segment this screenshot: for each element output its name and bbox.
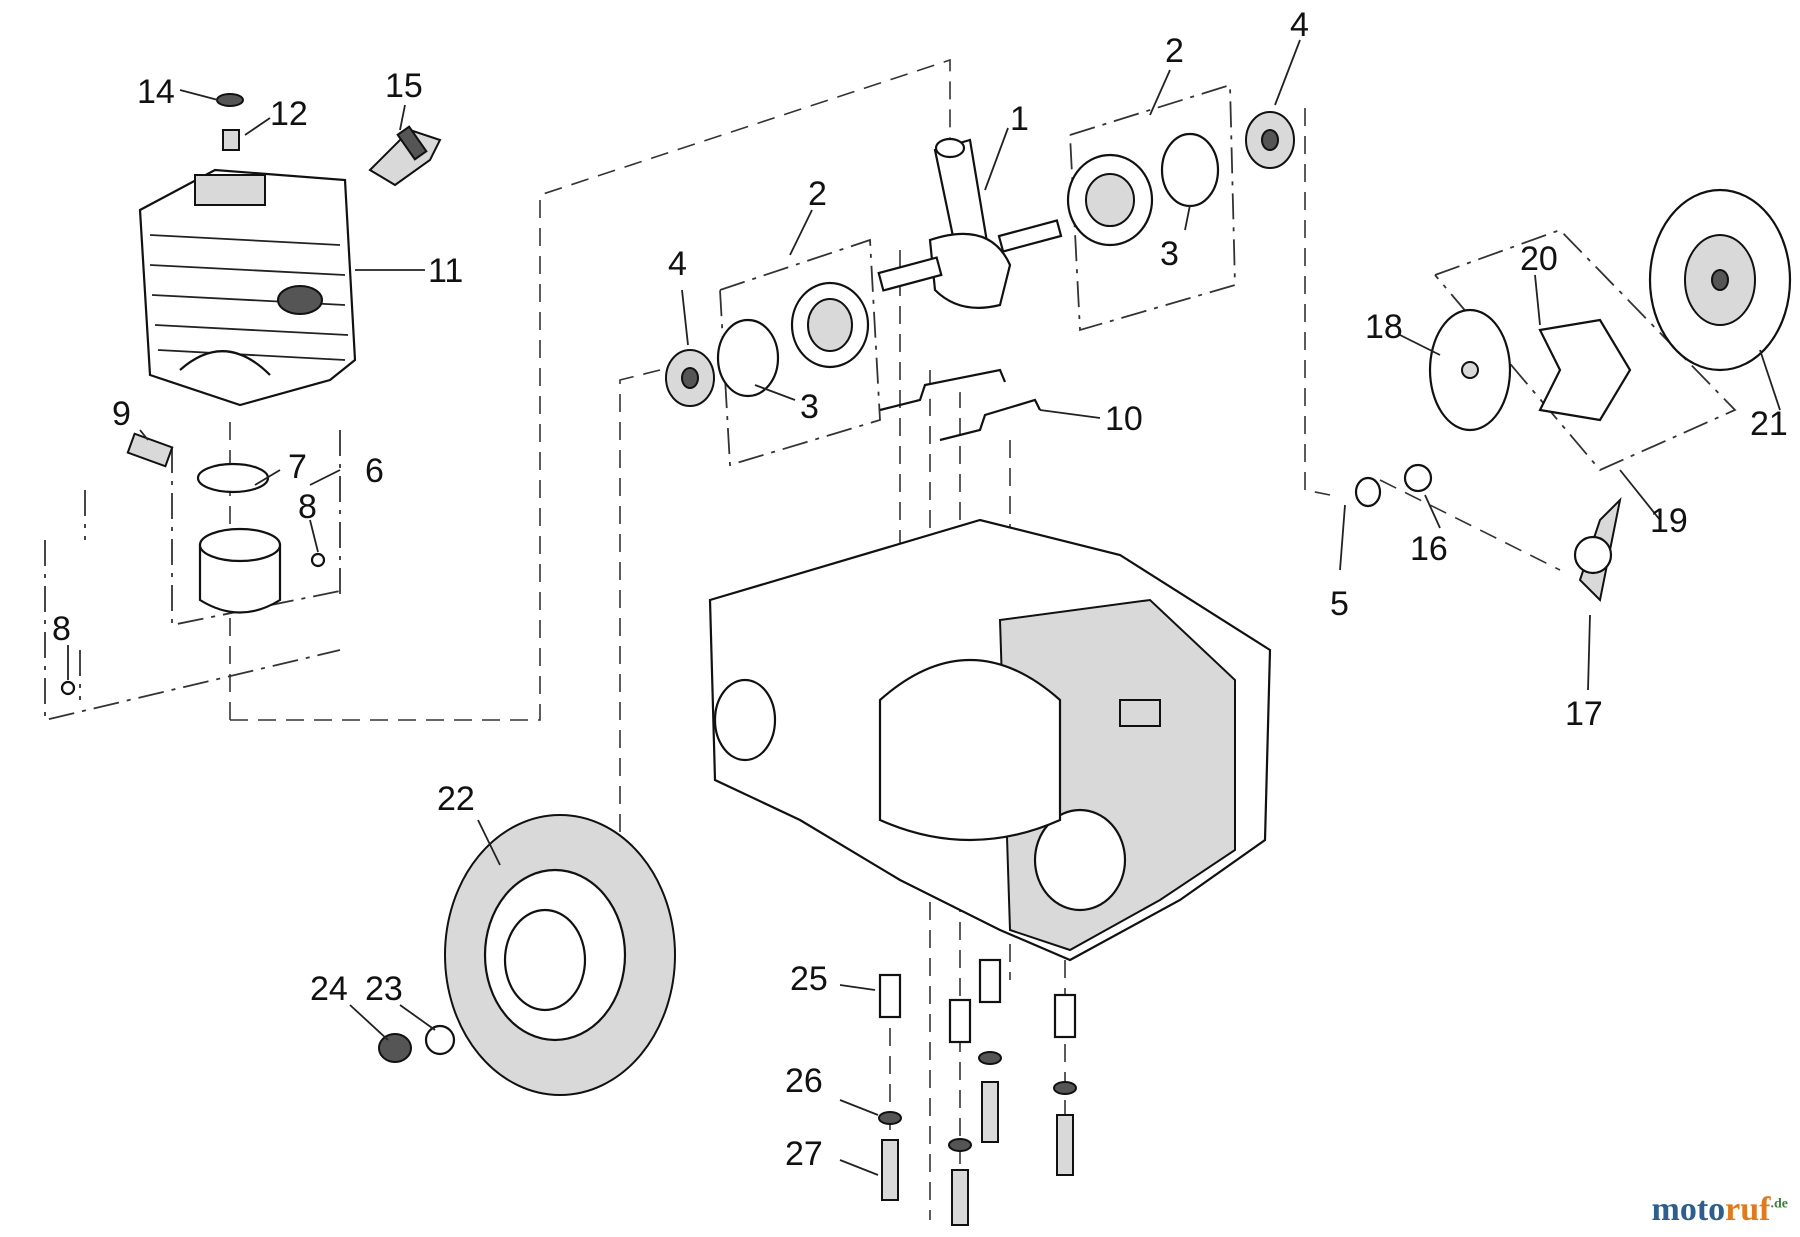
callout-4: 4 (1290, 6, 1309, 44)
callout-1: 1 (1010, 100, 1029, 138)
callout-6: 6 (365, 452, 384, 490)
callout-8: 8 (298, 488, 317, 526)
piston-group (60, 432, 326, 696)
callout-3: 3 (1160, 235, 1179, 273)
callout-23: 23 (365, 970, 403, 1008)
callout-25: 25 (790, 960, 828, 998)
callout-15: 15 (385, 67, 423, 105)
flywheel-part (378, 814, 676, 1096)
callout-10: 10 (1105, 400, 1143, 438)
gaskets-part (879, 368, 1041, 442)
callout-11: 11 (428, 252, 463, 290)
callout-4: 4 (668, 245, 687, 283)
bearing-right (1066, 111, 1295, 247)
callout-12: 12 (270, 95, 308, 133)
watermark-part1: moto (1651, 1191, 1726, 1228)
callout-18: 18 (1365, 308, 1403, 346)
callout-labels: 1 2 2 3 3 4 4 5 6 7 8 8 9 10 11 12 14 15… (52, 6, 1788, 1173)
callout-16: 16 (1410, 530, 1448, 568)
callout-24: 24 (310, 970, 348, 1008)
callout-22: 22 (437, 780, 475, 818)
crankshaft-part (877, 137, 1063, 309)
watermark-suffix: .de (1770, 1196, 1789, 1212)
callout-9: 9 (112, 395, 131, 433)
callout-26: 26 (785, 1062, 823, 1100)
callout-8: 8 (52, 610, 71, 648)
callout-2: 2 (1165, 32, 1184, 70)
callout-20: 20 (1520, 240, 1558, 278)
spark-plug-part (368, 125, 442, 187)
callout-21: 21 (1750, 405, 1788, 443)
small-parts-cylinder (216, 93, 244, 151)
crankcase-part (708, 518, 1272, 962)
cylinder-part (138, 168, 357, 407)
leader-lines (67, 39, 1781, 1176)
clutch-parts (1354, 188, 1792, 603)
callout-3: 3 (800, 388, 819, 426)
watermark-part2: ruf (1725, 1191, 1771, 1228)
callout-19: 19 (1650, 502, 1688, 540)
callout-2: 2 (808, 175, 827, 213)
callout-14: 14 (137, 73, 175, 111)
callout-17: 17 (1565, 695, 1603, 733)
bearing-left (665, 281, 870, 407)
callout-27: 27 (785, 1135, 823, 1173)
watermark-logo: motoruf.de (1652, 1191, 1788, 1229)
screws-and-washers (878, 958, 1077, 1226)
callout-5: 5 (1330, 585, 1349, 623)
callout-7: 7 (288, 448, 307, 486)
